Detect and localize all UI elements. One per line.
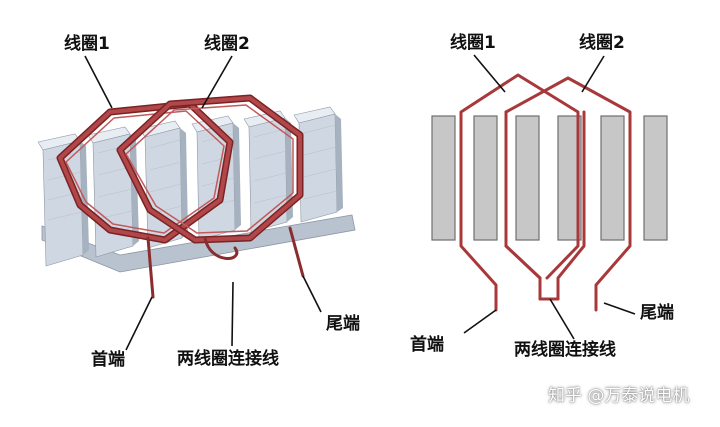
left-coil-1-label: 线圈1 bbox=[64, 34, 110, 54]
slot-1 bbox=[431, 115, 456, 241]
left-end-label: 尾端 bbox=[326, 314, 360, 334]
leader-lines-left bbox=[84, 55, 322, 351]
right-coil-2-label: 线圈2 bbox=[579, 33, 625, 53]
watermark: 知乎 @万泰说电机 bbox=[548, 386, 690, 406]
coil-1-3d bbox=[56, 100, 234, 244]
coil-2-2d bbox=[504, 76, 632, 312]
left-connection-label: 两线圈连接线 bbox=[177, 349, 279, 369]
right-end-label: 尾端 bbox=[640, 303, 674, 323]
stator-tooth-2 bbox=[87, 126, 139, 258]
slot-4 bbox=[557, 115, 582, 241]
slot-6 bbox=[643, 115, 668, 241]
slot-2 bbox=[473, 115, 498, 241]
stator-slots-2d bbox=[431, 115, 668, 241]
right-coil-1-label: 线圈1 bbox=[450, 33, 496, 53]
leader-lines-right bbox=[463, 54, 636, 340]
right-start-label: 首端 bbox=[410, 335, 444, 355]
right-connection-label: 两线圈连接线 bbox=[514, 340, 616, 360]
coil-2-3d bbox=[116, 94, 304, 244]
slot-5 bbox=[600, 115, 625, 241]
stator-tooth-6 bbox=[293, 106, 343, 223]
left-start-label: 首端 bbox=[91, 350, 125, 370]
left-coil-2-label: 线圈2 bbox=[204, 34, 250, 54]
slot-3 bbox=[515, 115, 540, 241]
lead-wires-3d bbox=[146, 226, 305, 299]
